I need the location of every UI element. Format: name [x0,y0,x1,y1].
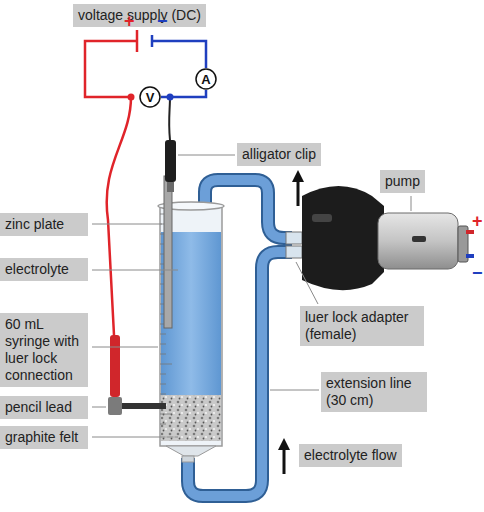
drawing-part [182,456,194,462]
drawing-part [92,437,178,438]
part-label: pencil lead [0,396,88,419]
graduation-mark [160,414,172,415]
drawing-part [165,140,176,182]
label-text: 60 mL syringe with luer lock connection [5,316,83,384]
voltmeter-symbol: V [139,86,161,108]
graduation-mark [160,344,166,345]
drawing-part [296,262,318,304]
graduation-mark [160,334,166,335]
part-label: alligator clip [237,143,321,166]
polarity-sign: − [472,264,483,282]
polarity-sign: − [157,12,168,30]
part-label: 60 mL syringe with luer lock connection [0,313,88,387]
flow-arrow [283,444,286,474]
drawing-part [466,254,474,258]
graduation-mark [160,354,166,355]
label-text: voltage supply (DC) [78,7,201,24]
label-text: extension line (30 cm) [326,375,422,409]
graduation-mark [160,384,166,385]
zinc-plate [164,176,172,328]
graduation-mark [160,374,166,375]
meter-letter: A [201,72,210,87]
drawing-part [466,230,474,234]
label-text: pencil lead [5,399,83,416]
drawing-part [302,186,384,290]
pump [286,186,474,290]
meter-wire [161,90,206,97]
drawing-part [110,335,120,397]
label-text: pump [385,173,420,190]
flow-arrow [297,176,300,206]
drawing-part [92,270,178,271]
meter-outline [196,69,216,89]
red-lead-wire [107,97,131,335]
label-text: alligator clip [242,146,316,163]
graduation-mark [160,364,172,365]
drawing-part [286,232,302,244]
label-text: electrolyte flow [304,447,397,464]
battery-symbol [137,30,152,52]
part-label: pump [380,170,425,193]
supply-label: voltage supply (DC) [73,4,206,27]
graduation-mark [160,394,166,395]
drawing-part [412,236,426,242]
label-text: luer lock adapter (female) [305,309,419,343]
drawing-part [92,347,158,348]
positive-wire [85,41,137,97]
drawing-part [178,155,235,156]
ammeter-symbol: A [195,68,217,90]
drawing-part [166,446,216,456]
part-label: zinc plate [0,213,88,236]
drawing-part [161,395,221,441]
drawing-part [92,224,162,225]
drawing-part [286,246,302,258]
alligator-clip [165,140,176,192]
negative-wire [152,41,206,68]
label-text: zinc plate [5,216,83,233]
terminal-dot [128,94,135,101]
part-label: luer lock adapter (female) [300,306,424,346]
meter-letter: V [146,90,155,105]
drawing-part [411,196,412,211]
drawing-part [108,397,122,415]
polarity-sign: + [472,212,483,230]
drawing-part [270,390,319,391]
part-label: extension line (30 cm) [321,372,427,412]
graduation-mark [160,424,166,425]
drawing-part [312,214,332,222]
clip-wire [168,97,171,140]
drawing-part [122,403,166,409]
drawing-part [378,213,458,269]
part-label: graphite felt [0,426,88,449]
polarity-sign: + [124,12,135,30]
meter-outline [140,87,160,107]
label-text: electrolyte [5,261,83,278]
label-text: graphite felt [5,429,83,446]
part-label: electrolyte [0,258,88,281]
part-label: electrolyte flow [299,444,402,467]
drawing-part [167,182,174,192]
drawing-part [92,407,106,408]
